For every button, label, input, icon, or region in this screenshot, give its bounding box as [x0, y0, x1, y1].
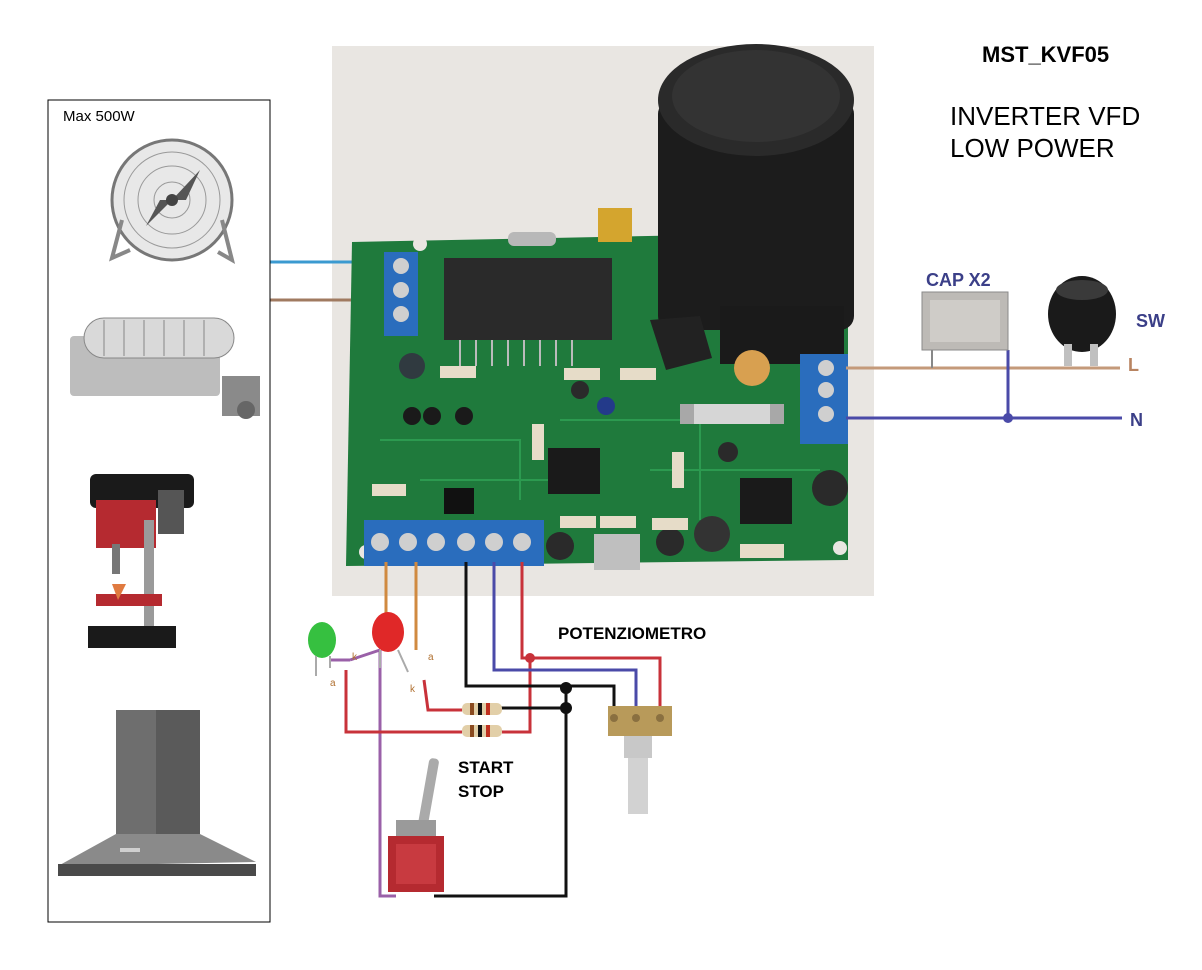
switch-label: SW: [1136, 311, 1165, 331]
control-terminal-block: [364, 520, 544, 566]
varistor: [734, 350, 770, 386]
power-resistor: [508, 232, 556, 246]
cooker-hood-icon: [58, 710, 256, 876]
subtitle-line-2: LOW POWER: [950, 133, 1115, 163]
mains-wiring: [846, 350, 1122, 420]
stop-label: STOP: [458, 782, 504, 801]
junction-black-1: [560, 682, 572, 694]
cap-x2-label: CAP X2: [926, 270, 991, 290]
toggle-switch: [388, 758, 444, 892]
green-led-anode-label: a: [330, 678, 336, 689]
start-stop-label: START STOP: [458, 756, 513, 804]
fet-device: [650, 316, 712, 370]
power-module: [444, 258, 612, 366]
mains-terminal-block: [800, 354, 848, 444]
subtitle: INVERTER VFD LOW POWER: [950, 100, 1140, 164]
x2-capacitor: [921, 291, 1009, 351]
green-led-cathode-label: k: [352, 652, 357, 663]
junction-black-2: [560, 702, 572, 714]
load-panel: [47, 99, 271, 923]
line-label: L: [1128, 355, 1139, 375]
led-resistors: [462, 703, 502, 737]
bulk-capacitor: [658, 44, 854, 330]
rocker-switch: [1048, 276, 1116, 366]
start-label: START: [458, 758, 514, 777]
potentiometer-label: POTENZIOMETRO: [558, 624, 707, 643]
fuse: [680, 404, 784, 424]
yellow-capacitor: [598, 208, 632, 242]
potentiometer: [608, 706, 672, 814]
drill-press-icon: [88, 474, 194, 648]
motor-terminal-block: [384, 252, 418, 336]
mains-junction: [1003, 413, 1013, 423]
page-title: MST_KVF05: [982, 42, 1110, 67]
neutral-label: N: [1130, 410, 1143, 430]
red-led-cathode-label: k: [410, 684, 415, 695]
red-led: [372, 612, 409, 673]
tangential-blower-icon: [70, 317, 260, 419]
green-led: [308, 622, 336, 676]
fan-icon: [109, 138, 236, 265]
max-power-label: Max 500W: [63, 108, 135, 125]
red-led-anode-label: a: [428, 652, 434, 663]
small-components: [372, 353, 848, 570]
junction-red: [525, 653, 535, 663]
subtitle-line-1: INVERTER VFD: [950, 101, 1141, 131]
